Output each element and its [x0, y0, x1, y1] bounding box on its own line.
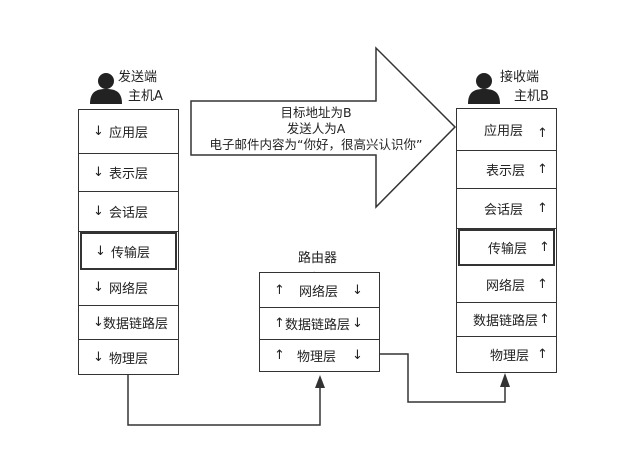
- host-b-stack: 应用层 ↑ 表示层 ↑ 会话层 ↑ 传输层 ↑ 网络层 ↑ 数据链路层 ↑ 物理…: [456, 108, 557, 373]
- layer-label: 网络层: [299, 284, 339, 300]
- down-arrow-icon: ↓: [93, 204, 104, 219]
- layer-label: 数据链路层: [473, 314, 539, 329]
- host-b-name: 主机B: [514, 89, 549, 104]
- layer-label: 物理层: [109, 351, 149, 367]
- up-arrow-icon: ↑: [274, 348, 285, 363]
- router-layer-datalink: ↑ 数据链路层 ↓: [260, 308, 379, 340]
- router-layer-network: ↑ 网络层 ↓: [260, 273, 379, 308]
- host-b-caption: 接收端 主机B: [500, 68, 549, 106]
- up-arrow-icon: ↑: [537, 347, 548, 362]
- message-arrow-shape: [190, 46, 457, 209]
- host-b-layer-physical: 物理层 ↑: [457, 337, 556, 372]
- host-a-layer-transport: ↓ 传输层: [80, 232, 177, 270]
- layer-label: 应用层: [109, 126, 149, 141]
- layer-label: 应用层: [484, 124, 524, 139]
- layer-label: 表示层: [486, 164, 526, 179]
- host-a-name: 主机A: [128, 89, 163, 104]
- down-arrow-icon: ↓: [352, 282, 363, 298]
- down-arrow-icon: ↓: [93, 280, 104, 295]
- message-target: 目标地址为B: [280, 105, 352, 120]
- up-arrow-icon: ↑: [537, 162, 548, 177]
- host-a-layer-network: ↓ 网络层: [79, 270, 178, 306]
- host-b-layer-application: 应用层 ↑: [457, 109, 556, 151]
- host-b-layer-network: 网络层 ↑: [457, 266, 556, 303]
- host-a-caption: 发送端 主机A: [118, 68, 163, 106]
- link-a-to-router-arrowhead: [315, 375, 325, 388]
- up-arrow-icon: ↑: [537, 276, 548, 292]
- up-arrow-icon: ↑: [274, 316, 285, 331]
- host-a-layer-application: ↓ 应用层: [79, 110, 178, 154]
- message-sender: 发送人为A: [286, 121, 346, 136]
- link-a-to-router: [127, 375, 321, 426]
- layer-label: 传输层: [488, 242, 528, 257]
- host-a-layer-datalink: ↓ 数据链路层: [79, 306, 178, 340]
- host-b-person-icon: [468, 73, 500, 104]
- host-b-layer-transport: 传输层 ↑: [458, 229, 555, 266]
- host-b-layer-presentation: 表示层 ↑: [457, 151, 556, 189]
- layer-label: 表示层: [109, 167, 149, 182]
- up-arrow-icon: ↑: [537, 126, 548, 141]
- down-arrow-icon: ↓: [352, 316, 363, 331]
- message-content: 电子邮件内容为“你好，很高兴认识你”: [209, 137, 423, 152]
- router-title: 路由器: [298, 251, 338, 266]
- layer-label: 物理层: [490, 349, 530, 364]
- down-arrow-icon: ↓: [93, 124, 104, 139]
- link-router-to-b-arrowhead: [500, 373, 510, 387]
- up-arrow-icon: ↑: [539, 240, 550, 255]
- up-arrow-icon: ↑: [539, 312, 550, 327]
- router-layer-physical: ↑ 物理层 ↓: [260, 340, 379, 371]
- layer-label: 物理层: [297, 350, 337, 365]
- host-b-layer-session: 会话层 ↑: [457, 189, 556, 229]
- down-arrow-icon: ↓: [93, 315, 104, 330]
- layer-label: 会话层: [109, 206, 149, 221]
- down-arrow-icon: ↓: [93, 165, 104, 180]
- layer-label: 传输层: [111, 245, 151, 261]
- host-a-layer-presentation: ↓ 表示层: [79, 154, 178, 192]
- host-a-stack: ↓ 应用层 ↓ 表示层 ↓ 会话层 ↓ 传输层 ↓ 网络层 ↓ 数据链路层 ↓ …: [78, 109, 179, 375]
- host-a-person-icon: [90, 73, 122, 104]
- layer-label: 网络层: [109, 282, 149, 297]
- host-a-role: 发送端: [118, 70, 158, 85]
- up-arrow-icon: ↑: [537, 201, 548, 216]
- down-arrow-icon: ↓: [352, 348, 363, 363]
- down-arrow-icon: ↓: [95, 243, 106, 259]
- layer-label: 网络层: [486, 278, 526, 294]
- link-router-to-b: [380, 353, 506, 403]
- layer-label: 数据链路层: [103, 317, 169, 332]
- host-b-role: 接收端: [500, 70, 540, 85]
- host-a-layer-physical: ↓ 物理层: [79, 340, 178, 374]
- message-text: 目标地址为B 发送人为A 电子邮件内容为“你好，很高兴认识你”: [196, 105, 436, 153]
- layer-label: 会话层: [484, 203, 524, 218]
- host-b-layer-datalink: 数据链路层 ↑: [457, 303, 556, 337]
- router-stack: ↑ 网络层 ↓ ↑ 数据链路层 ↓ ↑ 物理层 ↓: [259, 272, 380, 372]
- up-arrow-icon: ↑: [274, 282, 285, 298]
- layer-label: 数据链路层: [285, 318, 351, 333]
- host-a-layer-session: ↓ 会话层: [79, 192, 178, 232]
- down-arrow-icon: ↓: [93, 349, 104, 365]
